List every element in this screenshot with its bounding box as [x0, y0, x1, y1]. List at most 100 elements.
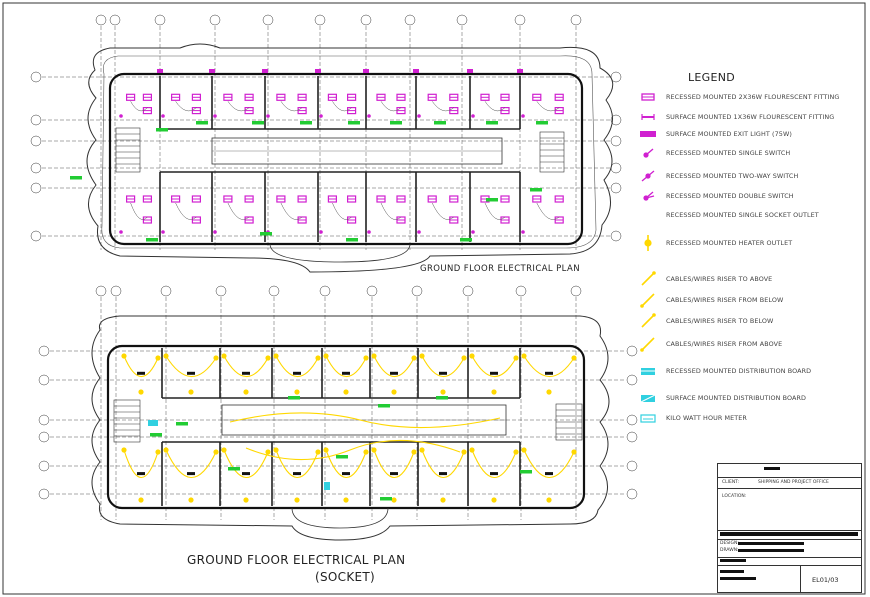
bot-grid-bubble — [626, 345, 638, 357]
top-exit-light — [262, 69, 268, 73]
bottom-room-label — [187, 472, 195, 476]
top-circuit-tag — [346, 238, 358, 242]
bottom-socket-circuit — [165, 449, 217, 479]
top-grid-bubble — [404, 14, 416, 26]
top-switch — [471, 114, 475, 118]
riser-to-below-icon-shape — [641, 313, 656, 328]
top-grid-bubble — [360, 14, 372, 26]
bottom-room-label — [187, 371, 195, 375]
double-switch-icon-shape — [643, 191, 655, 201]
bottom-socket-outlet — [243, 389, 249, 395]
legend-item-label: RECESSED MOUNTED SINGLE SWITCH — [666, 149, 791, 157]
drawn-label: DRAWN: — [720, 548, 739, 553]
top-circuit-tag — [260, 232, 272, 236]
title-block-bar-1 — [720, 532, 858, 536]
bottom-socket-outlet — [491, 389, 497, 395]
client-value: SHIPPING AND PROJECT OFFICE — [758, 480, 829, 485]
double-switch-icon — [634, 188, 666, 204]
legend-item: RECESSED MOUNTED HEATER OUTLET — [634, 234, 792, 252]
bottom-circuit-tag — [378, 404, 390, 408]
bot-grid-bubble — [160, 285, 172, 297]
top-grid-bubble — [610, 230, 622, 242]
riser-from-above-icon — [634, 336, 666, 352]
top-exit-light — [157, 69, 163, 73]
top-grid-bubble — [30, 114, 42, 126]
bottom-site-boundary — [91, 315, 610, 541]
bottom-plan-caption-line2: (SOCKET) — [315, 570, 375, 584]
riser-from-above-icon-shape — [640, 337, 655, 352]
design-label: DESIGN: — [720, 541, 739, 546]
top-switch — [367, 114, 371, 118]
top-grid-bubble — [30, 71, 42, 83]
legend-item: CABLES/WIRES RISER TO ABOVE — [634, 270, 772, 288]
bottom-socket-outlet — [371, 353, 377, 359]
bottom-socket-outlet — [155, 355, 161, 361]
bot-grid-bubble — [38, 414, 50, 426]
top-circuit-tag — [434, 121, 446, 125]
top-wire — [130, 101, 148, 112]
legend-item-label: RECESSED MOUNTED TWO-WAY SWITCH — [666, 172, 799, 180]
riser-from-below-icon-shape — [640, 293, 655, 308]
surface-fluorescent-icon — [634, 109, 666, 125]
recessed-fluorescent-icon — [634, 89, 666, 105]
legend-item: RECESSED MOUNTED DISTRIBUTION BOARD — [634, 362, 811, 380]
bottom-socket-outlet — [294, 497, 300, 503]
bottom-socket-outlet — [138, 497, 144, 503]
top-wire — [536, 202, 560, 220]
bottom-room-label — [439, 371, 447, 375]
title-block-bar-4 — [720, 577, 756, 580]
bottom-socket-outlet — [440, 497, 446, 503]
legend-item: RECESSED MOUNTED DOUBLE SWITCH — [634, 187, 794, 205]
top-circuit-tag — [146, 238, 158, 242]
top-switch — [213, 230, 217, 234]
bottom-socket-circuit — [165, 355, 217, 377]
bot-grid-bubble — [626, 374, 638, 386]
legend-item: RECESSED MOUNTED 2X36W FLOURESCENT FITTI… — [634, 88, 839, 106]
heater-outlet-icon — [634, 235, 666, 251]
bottom-socket-outlet — [513, 355, 519, 361]
bottom-socket-circuit — [275, 355, 319, 377]
recessed-fluorescent-icon-shape — [641, 93, 655, 101]
top-circuit-tag — [196, 121, 208, 125]
top-switch — [119, 230, 123, 234]
design-value-bar — [738, 542, 804, 545]
sheet-number: EL01/03 — [812, 576, 839, 584]
top-grid-bubble — [30, 135, 42, 147]
legend-item-label: RECESSED MOUNTED HEATER OUTLET — [666, 239, 793, 247]
bottom-socket-outlet — [138, 389, 144, 395]
top-circuit-tag — [252, 121, 264, 125]
legend-item: KILO WATT HOUR METER — [634, 409, 747, 427]
bottom-socket-circuit — [421, 355, 465, 377]
legend-item: CABLES/WIRES RISER FROM ABOVE — [634, 335, 782, 353]
top-wire — [227, 101, 250, 112]
bottom-socket-outlet — [121, 353, 127, 359]
top-wire — [431, 202, 454, 220]
top-exit-light — [517, 69, 523, 73]
bottom-socket-outlet — [243, 497, 249, 503]
bottom-corridor-circuit — [229, 412, 501, 429]
title-block-header-bar — [764, 467, 780, 470]
bottom-socket-circuit — [275, 449, 319, 479]
top-plan-caption: GROUND FLOOR ELECTRICAL PLAN — [420, 264, 580, 274]
top-stairs-right — [539, 131, 565, 173]
bottom-socket-outlet — [440, 389, 446, 395]
bot-grid-bubble — [38, 374, 50, 386]
bottom-room-label — [137, 371, 145, 375]
socket-outlet-icon — [634, 207, 666, 223]
bottom-socket-outlet — [163, 353, 169, 359]
top-switch — [417, 114, 421, 118]
top-grid-bubble — [30, 162, 42, 174]
bottom-socket-outlet — [273, 353, 279, 359]
legend-item: CABLES/WIRES RISER FROM BELOW — [634, 291, 783, 309]
bottom-circuit-tag — [380, 497, 392, 501]
bottom-socket-circuit — [325, 449, 367, 479]
top-electrical-plan — [30, 14, 622, 273]
top-switch — [417, 230, 421, 234]
surface-fluorescent-icon-shape — [641, 114, 655, 120]
top-site-boundary — [86, 43, 614, 273]
bottom-socket-outlet — [521, 353, 527, 359]
top-wire — [280, 202, 303, 220]
legend-item-label: RECESSED MOUNTED DISTRIBUTION BOARD — [666, 367, 812, 375]
top-grid-bubble — [262, 14, 274, 26]
bottom-socket-outlet — [491, 497, 497, 503]
